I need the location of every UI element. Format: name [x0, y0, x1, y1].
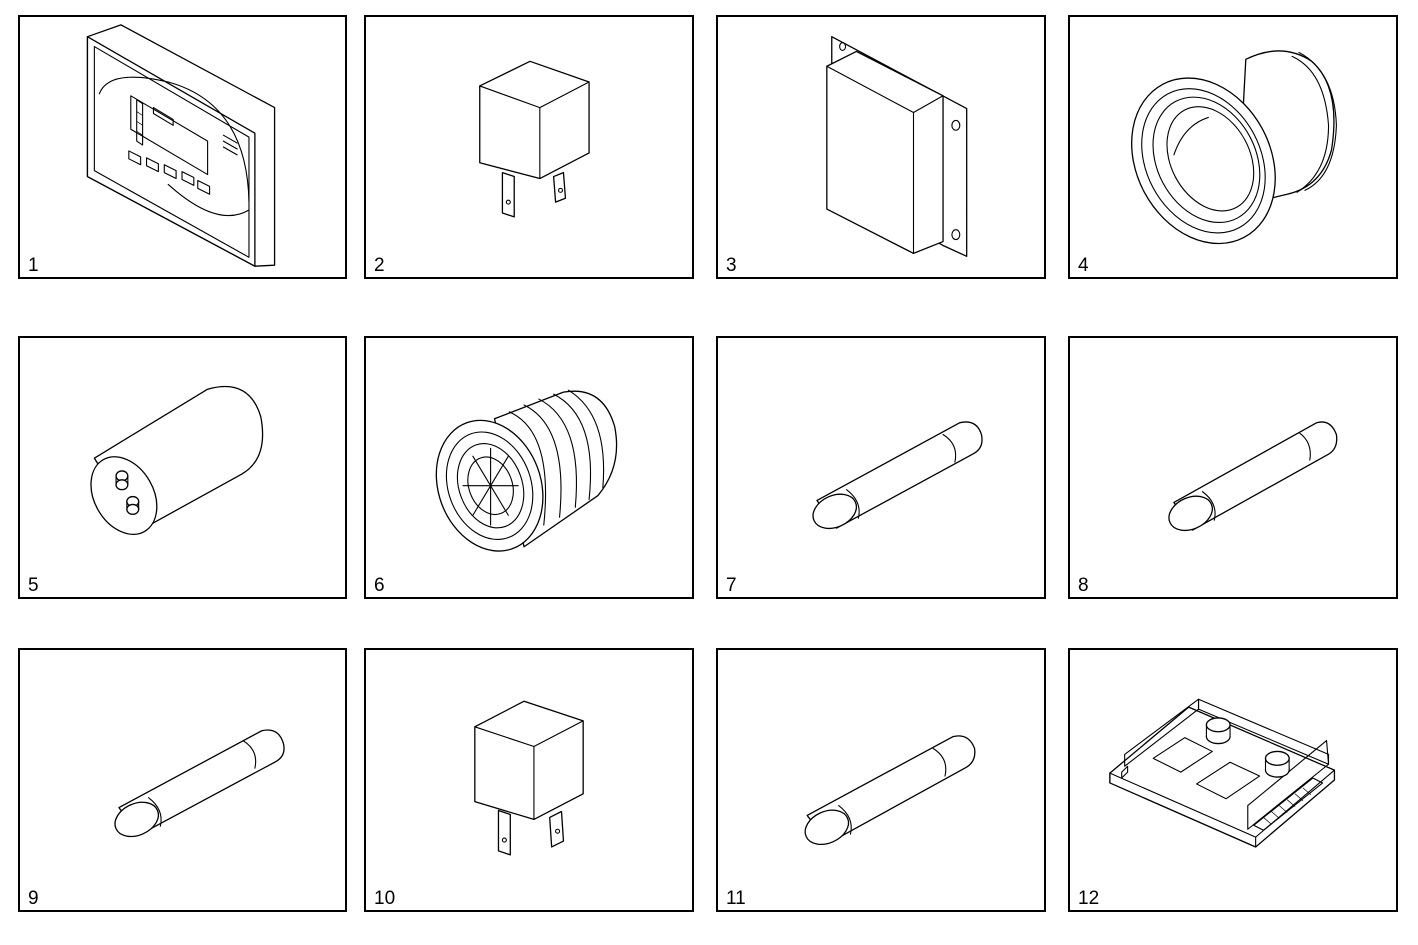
part-panel-5[interactable]: 5 [18, 336, 347, 599]
relay-icon [366, 650, 692, 910]
fuse-icon [1070, 338, 1396, 597]
part-number-label: 1 [28, 255, 39, 276]
part-panel-7[interactable]: 7 [716, 336, 1046, 599]
fuse-icon [718, 338, 1044, 597]
buzzer-icon [366, 338, 692, 597]
part-number-label: 8 [1078, 575, 1089, 596]
part-number-label: 7 [726, 575, 737, 596]
capacitor-icon [20, 338, 345, 597]
part-panel-12[interactable]: 12 [1068, 648, 1398, 912]
part-panel-6[interactable]: 6 [364, 336, 694, 599]
fuse-icon [20, 650, 345, 910]
control-display-unit-icon [20, 17, 345, 277]
part-number-label: 2 [374, 255, 385, 276]
part-number-label: 12 [1078, 888, 1100, 909]
part-number-label: 9 [28, 888, 39, 909]
part-panel-4[interactable]: 4 [1068, 15, 1398, 279]
part-number-label: 4 [1078, 255, 1089, 276]
fuse-icon [718, 650, 1044, 910]
part-panel-10[interactable]: 10 [364, 648, 694, 912]
part-number-label: 6 [374, 575, 385, 596]
part-panel-2[interactable]: 2 [364, 15, 694, 279]
part-panel-8[interactable]: 8 [1068, 336, 1398, 599]
part-number-label: 10 [374, 888, 396, 909]
part-panel-1[interactable]: 1 [18, 15, 347, 279]
part-number-label: 3 [726, 255, 737, 276]
part-panel-3[interactable]: 3 [716, 15, 1046, 279]
part-panel-11[interactable]: 11 [716, 648, 1046, 912]
circuit-board-icon [1070, 650, 1396, 910]
part-number-label: 11 [726, 888, 746, 909]
part-panel-9[interactable]: 9 [18, 648, 347, 912]
relay-icon [366, 17, 692, 277]
electronic-module-icon [718, 17, 1044, 277]
lamp-knob-icon [1070, 17, 1396, 277]
part-number-label: 5 [28, 575, 39, 596]
